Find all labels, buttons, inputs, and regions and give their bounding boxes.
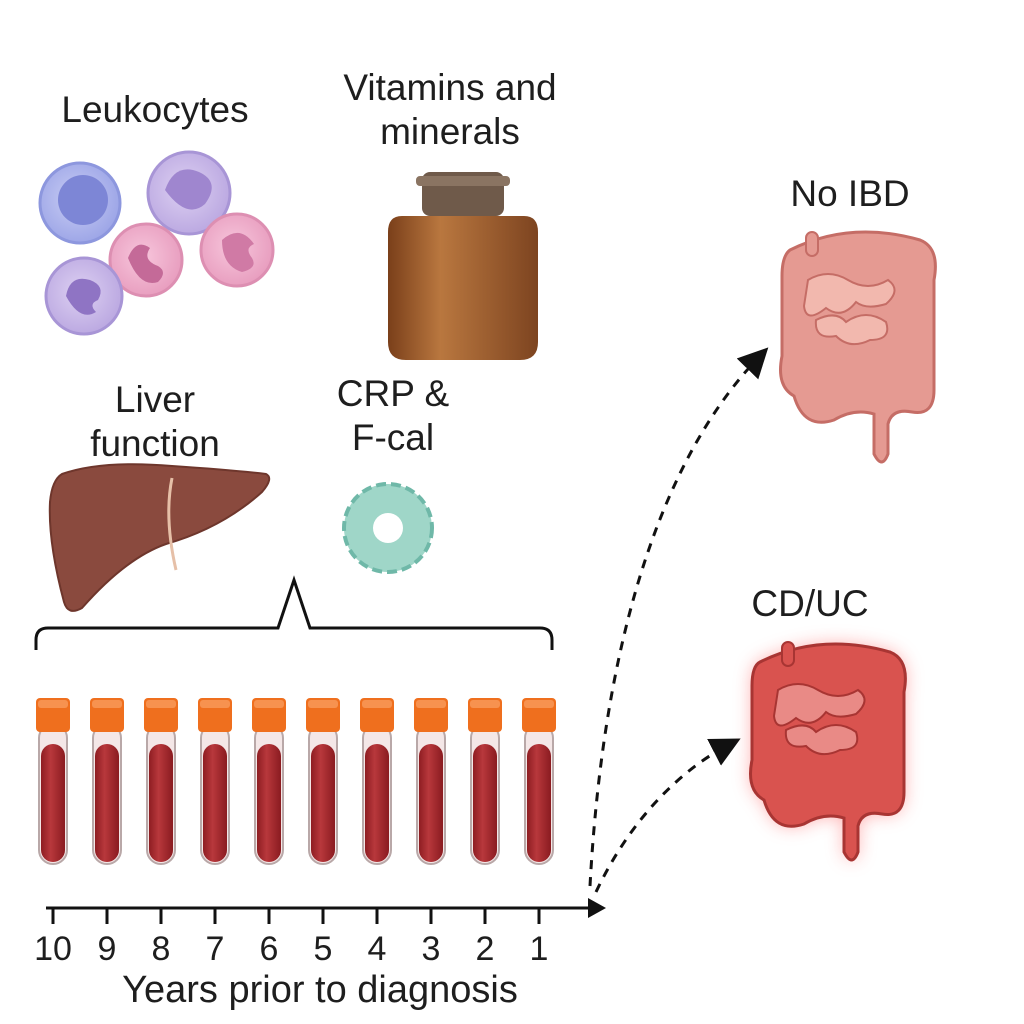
axis-tick-label: 3 [422,930,441,968]
colon-icon-no-ibd [779,230,937,464]
axis-tick-label: 2 [476,930,495,968]
crp-label-line2: F-cal [351,417,435,458]
no-ibd-label: No IBD [790,173,910,214]
axis-tick-label: 4 [368,930,387,968]
axis-tick-label: 6 [260,930,279,968]
arrow-to-no-ibd [588,347,769,887]
crp-label-line1: CRP & [336,373,450,414]
blood-tube-icon [198,698,232,865]
vitamins-label: Vitamins and minerals [300,66,600,154]
axis-tick-label: 7 [206,930,225,968]
liver-label-line2: function [90,423,220,464]
crp-fcal-label: CRP & F-cal [318,372,468,460]
arrow-to-cd-uc [594,738,741,893]
liver-icon [48,463,271,612]
axis-tick-label: 10 [34,930,72,968]
leukocyte-cells-icon [38,150,275,336]
blood-tube-icon [360,698,394,865]
blood-tube-icon [468,698,502,865]
liver-function-label: Liver function [55,378,255,466]
blood-tube-icon [414,698,448,865]
blood-tube-icon [252,698,286,865]
curly-brace [34,575,554,650]
vitamin-bottle-icon [388,172,538,360]
blood-tubes [36,698,556,865]
blood-tube-icon [144,698,178,865]
axis-tick-label: 5 [314,930,333,968]
timeline-axis-label: Years prior to diagnosis [122,969,518,1011]
axis-tick-label: 9 [98,930,117,968]
leukocytes-label: Leukocytes [61,89,249,130]
blood-tube-icon [36,698,70,865]
cd-uc-label: CD/UC [751,583,869,624]
liver-label-line1: Liver [114,379,196,420]
blood-tube-icon [306,698,340,865]
axis-tick-label: 1 [530,930,549,968]
blood-tube-icon [522,698,556,865]
axis-tick-label: 8 [152,930,171,968]
crp-protein-icon [342,482,434,574]
vitamins-label-line2: minerals [380,111,520,152]
blood-tube-icon [90,698,124,865]
vitamins-label-line1: Vitamins and [343,67,557,108]
colon-icon-cd-uc [749,641,907,862]
